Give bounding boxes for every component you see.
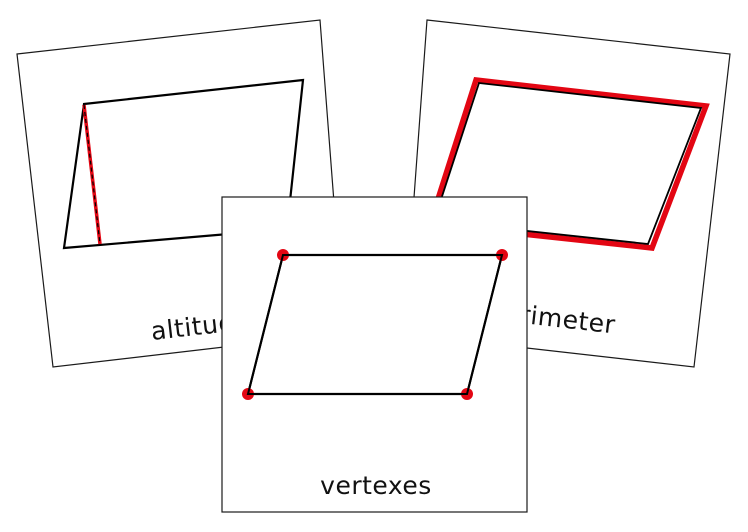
card-vertexes: vertexes [221,196,528,513]
card-vertexes-label: vertexes [320,471,432,500]
card-vertexes-frame [221,196,528,513]
altitude-line-dash [83,104,101,245]
perimeter-outline-red [426,77,710,251]
perimeter-parallelogram [432,82,703,245]
vertexes-parallelogram-overlay [246,254,504,395]
